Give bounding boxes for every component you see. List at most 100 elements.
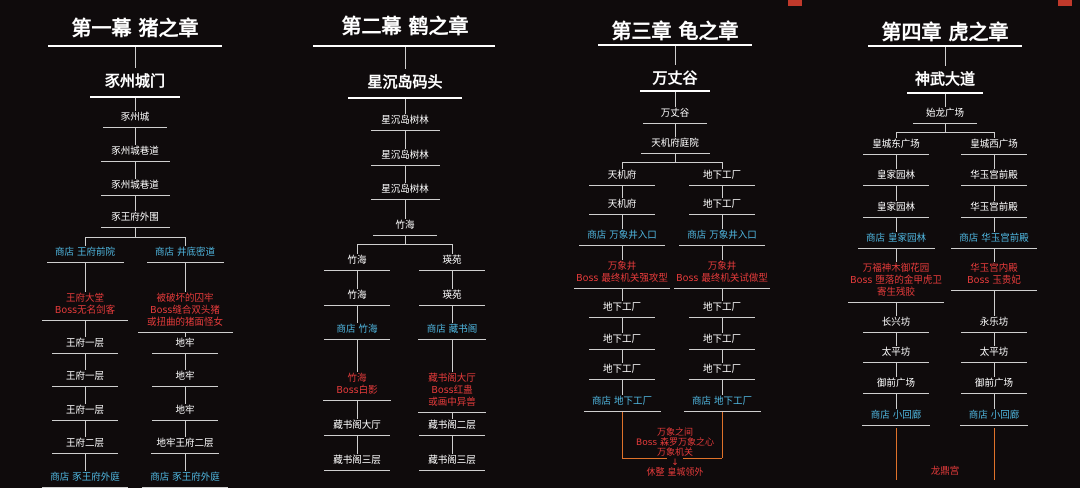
route-node[interactable]: 始龙广场 [925,108,965,119]
route-node[interactable]: 皇家园林 [876,170,916,181]
node-underline [951,248,1037,249]
route-node[interactable]: 地牢 [175,405,195,416]
shop-node[interactable]: 商店 地下工厂 [591,396,653,407]
final-path [994,428,995,480]
node-underline [146,262,224,263]
route-node[interactable]: 王府一层 [65,405,105,416]
route-node[interactable]: 藏书阁三层 [333,455,381,466]
route-node[interactable]: 地下工厂 [702,334,742,345]
chapter-title: 第四章 虎之章 [881,20,1009,44]
route-node[interactable]: 御前广场 [974,378,1014,389]
branch-split [896,132,994,133]
route-node[interactable]: 御前广场 [876,378,916,389]
route-node[interactable]: 星沉岛树林 [381,184,429,195]
node-underline [589,214,655,215]
route-node[interactable]: 地下工厂 [702,302,742,313]
route-node[interactable]: 竹海 [395,220,415,231]
route-node[interactable]: 地下工厂 [602,302,642,313]
node-underline [863,217,929,218]
route-node[interactable]: 竹海 [347,255,367,266]
shop-node[interactable]: 商店 小回廊 [968,410,1020,421]
shop-node[interactable]: 商店 万象井入口 [587,230,657,241]
route-node[interactable]: 王府一层 [65,371,105,382]
route-node[interactable]: 天机府 [607,199,637,210]
route-node[interactable]: 王府一层 [65,338,105,349]
shop-node[interactable]: 商店 豕王府外庭 [150,472,220,483]
connector [357,401,358,419]
route-node[interactable]: 地牢 [175,338,195,349]
shop-node[interactable]: 商店 万象井入口 [687,230,757,241]
node-underline [419,470,485,471]
route-node[interactable]: 皇家园林 [876,202,916,213]
final-boss-node[interactable]: 龙鼎宫 [930,466,960,477]
node-underline [324,470,390,471]
node-underline [863,362,929,363]
shop-node[interactable]: 商店 华玉宫前殿 [959,233,1029,244]
route-node[interactable]: 豕州城 [120,112,150,123]
route-node[interactable]: 永乐坊 [979,317,1009,328]
route-node[interactable]: 瑛苑 [442,290,462,301]
route-node[interactable]: 星沉岛树林 [381,115,429,126]
route-node[interactable]: 太平坊 [979,347,1009,358]
connector [722,350,723,363]
route-node[interactable]: 地牢 [175,371,195,382]
route-node[interactable]: 地下工厂 [702,364,742,375]
route-node[interactable]: 华玉宫前殿 [970,202,1018,213]
route-node[interactable]: 天机府庭院 [651,138,699,149]
route-node[interactable]: 瑛苑 [442,255,462,266]
final-path [622,412,623,458]
route-node[interactable]: 地牢王府二层 [156,438,214,449]
final-path [722,412,723,458]
shop-node[interactable]: 商店 小回廊 [870,410,922,421]
area-underline [907,92,983,94]
shop-node[interactable]: 商店 藏书阁 [426,324,478,335]
connector [405,200,406,219]
route-node[interactable]: 竹海 [347,290,367,301]
route-node[interactable]: 地下工厂 [602,364,642,375]
shop-node[interactable]: 商店 豕王府外庭 [50,472,120,483]
route-node[interactable]: 皇城东广场 [872,139,920,150]
route-node[interactable]: 地下工厂 [602,334,642,345]
route-node[interactable]: 藏书阁大厅 [333,420,381,431]
route-node[interactable]: 华玉宫前殿 [970,170,1018,181]
route-node[interactable]: 万丈谷 [660,108,690,119]
connector [896,394,897,409]
route-node[interactable]: 豕州城巷道 [111,146,159,157]
connector [722,380,723,395]
route-node[interactable]: 藏书阁二层 [428,420,476,431]
route-node[interactable]: 皇城西广场 [970,139,1018,150]
node-underline [324,305,390,306]
node-underline [689,317,755,318]
area-title: 豕州城门 [104,72,166,90]
connector [357,340,358,372]
shop-node[interactable]: 商店 皇家园林 [865,233,927,244]
connector [896,363,897,377]
route-node[interactable]: 太平坊 [881,347,911,358]
route-node[interactable]: 长兴坊 [881,317,911,328]
connector [135,228,136,237]
shop-node[interactable]: 商店 地下工厂 [691,396,753,407]
route-node[interactable]: 天机府 [607,170,637,181]
connector [452,340,453,372]
route-node[interactable]: 地下工厂 [702,199,742,210]
node-underline [583,411,661,412]
route-node[interactable]: 王府二层 [65,438,105,449]
shop-node[interactable]: 商店 竹海 [336,324,378,335]
shop-node[interactable]: 商店 王府前院 [54,247,116,258]
route-node[interactable]: 藏书阁三层 [428,455,476,466]
route-node[interactable]: 地下工厂 [702,170,742,181]
shop-node[interactable]: 商店 井底密道 [154,247,216,258]
route-node[interactable]: 豕王府外围 [111,212,159,223]
connector [945,124,946,132]
route-node[interactable]: 星沉岛树林 [381,150,429,161]
route-node[interactable]: 豕州城巷道 [111,180,159,191]
